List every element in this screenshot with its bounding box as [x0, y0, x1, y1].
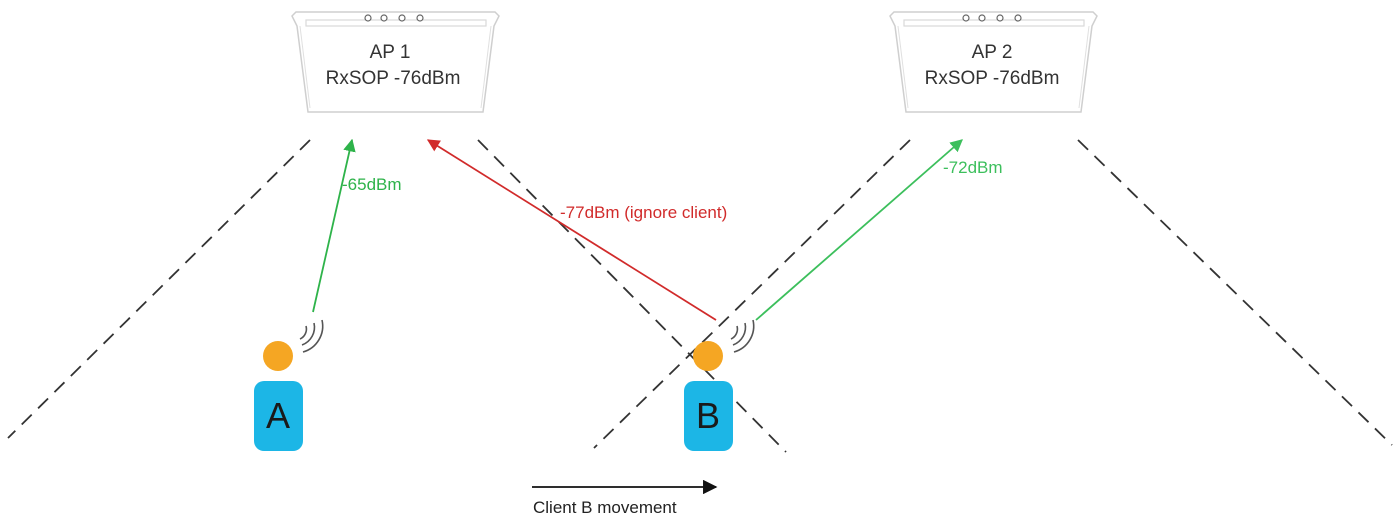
ap2-coverage-left-boundary: [593, 139, 911, 449]
ap2-rxsop: RxSOP -76dBm: [925, 68, 1060, 89]
ap1-antenna-panel: [305, 19, 487, 27]
client-a: A: [254, 319, 324, 451]
signal-arrow-b-to-ap2: [755, 139, 963, 321]
client-a-wifi-icon: [299, 319, 324, 353]
signal-label-b-ap2: -72dBm: [943, 158, 1003, 177]
ap2-coverage-right-boundary: [1077, 139, 1393, 446]
ap2-edge-shade: [897, 25, 909, 109]
client-a-body: [254, 381, 303, 451]
ap2-antenna-panel: [903, 19, 1085, 27]
ap2-device-icon: [889, 11, 1098, 113]
ap1-edge-shade: [299, 25, 311, 109]
client-b-letter: B: [696, 395, 720, 436]
ap1-name: AP 1: [370, 42, 411, 63]
ap1-device-icon: [291, 11, 500, 113]
client-a-head: [263, 341, 293, 371]
ap2-name: AP 2: [972, 42, 1013, 63]
client-b-body: [684, 381, 733, 451]
client-b-head: [693, 341, 723, 371]
ap1-antenna-connectors-icon: [364, 14, 424, 22]
ap1-coverage-left-boundary: [7, 139, 311, 439]
ap2-edge-shade: [1078, 25, 1090, 109]
ap1-rxsop: RxSOP -76dBm: [326, 68, 461, 89]
access-point-2: AP 2 RxSOP -76dBm: [889, 11, 1098, 113]
ap2-antenna-connectors-icon: [962, 14, 1022, 22]
signal-arrow-b-to-ap1: [426, 139, 717, 321]
signal-label-a-ap1: -65dBm: [342, 175, 402, 194]
ap1-edge-shade: [480, 25, 492, 109]
signal-label-b-ap1: -77dBm (ignore client): [560, 203, 727, 222]
signal-arrow-a-to-ap1: [312, 138, 356, 313]
coverage-boundaries: [7, 139, 1393, 453]
client-b: B: [684, 319, 755, 451]
ap1-coverage-right-boundary: [477, 139, 787, 453]
client-a-letter: A: [266, 395, 290, 436]
client-b-wifi-icon: [730, 319, 755, 353]
access-point-1: AP 1 RxSOP -76dBm: [291, 11, 500, 113]
client-b-movement-label: Client B movement: [533, 498, 677, 517]
